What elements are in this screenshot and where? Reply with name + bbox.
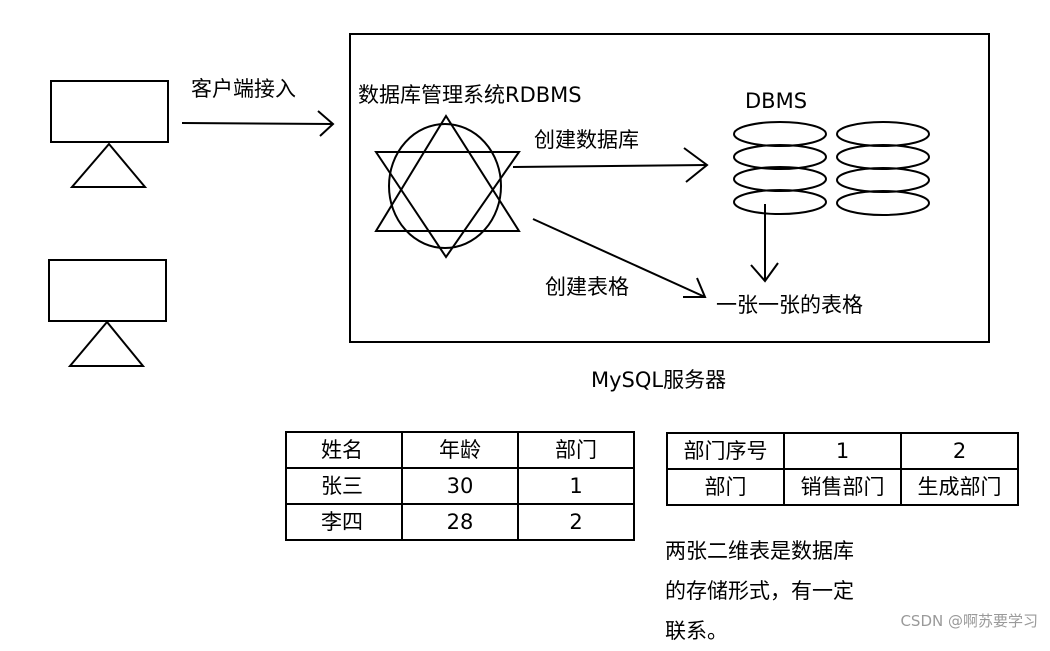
database-stack-icon bbox=[733, 121, 827, 215]
note-line: 的存储形式，有一定 bbox=[665, 579, 854, 603]
employee-table: 姓名 年龄 部门 张三 30 1 李四 28 2 bbox=[285, 431, 635, 541]
table-header-cell: 年龄 bbox=[401, 431, 519, 469]
note-text: 两张二维表是数据库 的存储形式，有一定 联系。 bbox=[665, 531, 854, 651]
create-database-arrow bbox=[512, 147, 709, 183]
table-header-cell: 部门 bbox=[517, 431, 635, 469]
table-cell: 李四 bbox=[285, 503, 403, 541]
create-database-label: 创建数据库 bbox=[534, 128, 639, 152]
rdbms-star-icon bbox=[374, 114, 521, 259]
table-cell: 1 bbox=[783, 432, 902, 470]
table-cell: 部门 bbox=[666, 468, 785, 506]
table-cell: 2 bbox=[517, 503, 635, 541]
create-table-arrow bbox=[532, 218, 707, 298]
client-access-label: 客户端接入 bbox=[191, 77, 296, 101]
create-table-label: 创建表格 bbox=[545, 275, 629, 299]
client-access-arrow bbox=[181, 110, 335, 137]
table-cell: 销售部门 bbox=[783, 468, 902, 506]
table-header-row: 姓名 年龄 部门 bbox=[285, 431, 635, 469]
server-box bbox=[349, 33, 990, 343]
table-row: 部门序号 1 2 bbox=[666, 432, 1019, 470]
rdbms-label: 数据库管理系统RDBMS bbox=[358, 83, 582, 107]
note-line: 联系。 bbox=[665, 619, 728, 643]
department-table: 部门序号 1 2 部门 销售部门 生成部门 bbox=[666, 432, 1019, 506]
database-stack-icon bbox=[836, 121, 930, 216]
table-cell: 2 bbox=[900, 432, 1019, 470]
watermark: CSDN @啊苏要学习 bbox=[900, 612, 1038, 630]
dbms-to-tables-arrow bbox=[750, 204, 779, 283]
note-line: 两张二维表是数据库 bbox=[665, 539, 854, 563]
client-computer-icon bbox=[50, 80, 169, 188]
table-cell: 张三 bbox=[285, 467, 403, 505]
table-cell: 30 bbox=[401, 467, 519, 505]
table-cell: 1 bbox=[517, 467, 635, 505]
table-cell: 生成部门 bbox=[900, 468, 1019, 506]
dbms-label: DBMS bbox=[745, 89, 808, 113]
table-header-cell: 姓名 bbox=[285, 431, 403, 469]
table-row: 李四 28 2 bbox=[285, 503, 635, 541]
tables-label: 一张一张的表格 bbox=[716, 293, 863, 317]
client-computer-icon bbox=[48, 259, 167, 367]
table-row: 部门 销售部门 生成部门 bbox=[666, 468, 1019, 506]
table-cell: 28 bbox=[401, 503, 519, 541]
server-label: MySQL服务器 bbox=[591, 368, 727, 392]
table-cell: 部门序号 bbox=[666, 432, 785, 470]
table-row: 张三 30 1 bbox=[285, 467, 635, 505]
